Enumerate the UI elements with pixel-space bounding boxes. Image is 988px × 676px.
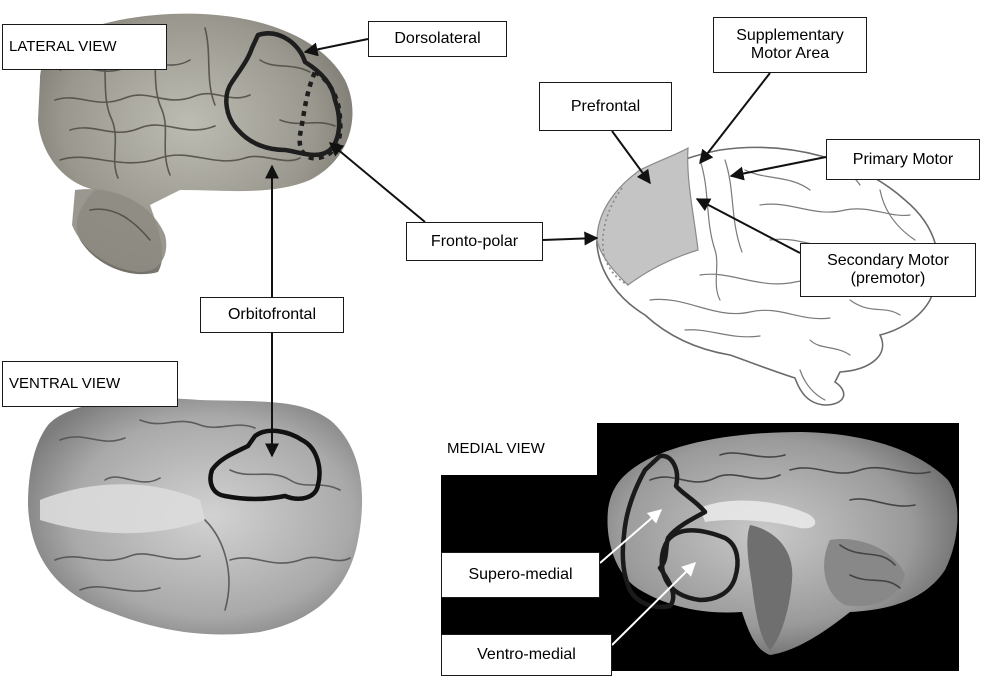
fronto-polar-label: Fronto-polar (406, 222, 543, 261)
arrow-dorsolateral (305, 39, 368, 52)
arrow-fronto-polar-drawing (543, 238, 597, 240)
medial-view-label: MEDIAL VIEW (441, 423, 597, 475)
orbitofrontal-label: Orbitofrontal (200, 297, 344, 333)
primary-motor-label: Primary Motor (826, 139, 980, 180)
arrow-fronto-polar-lateral (330, 143, 425, 222)
ventro-medial-label: Ventro-medial (441, 634, 612, 676)
ventral-view-label: VENTRAL VIEW (2, 361, 178, 407)
dorsolateral-label: Dorsolateral (368, 21, 507, 57)
supplementary-motor-label: Supplementary Motor Area (713, 17, 867, 73)
supero-medial-label: Supero-medial (441, 552, 600, 598)
prefrontal-label: Prefrontal (539, 82, 672, 131)
secondary-motor-label: Secondary Motor (premotor) (800, 243, 976, 297)
ventral-brain-image (28, 398, 362, 634)
arrow-prefrontal (612, 131, 650, 183)
lateral-view-label: LATERAL VIEW (2, 24, 167, 70)
